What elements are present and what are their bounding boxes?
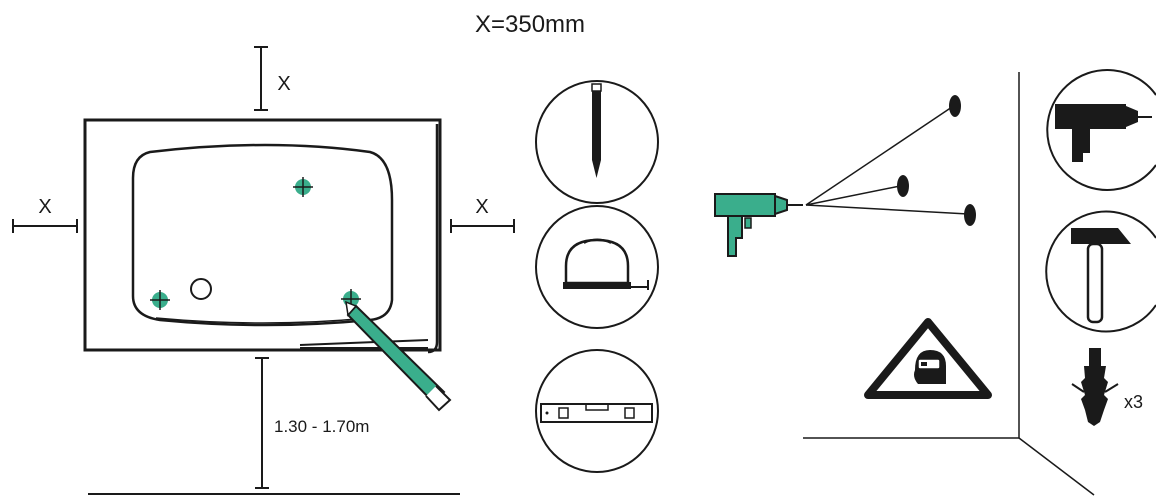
dimension-left-label: X [38,196,51,218]
dimension-top-label: X [277,73,290,95]
dimension-left [12,219,78,233]
marking-pencil-icon [345,300,452,412]
wall-plug-icon [1071,348,1119,426]
drill-hole-right [964,204,976,226]
hammer-icon [1045,210,1156,333]
wall-corner-lines [803,72,1095,496]
dimension-right-label: X [475,196,488,218]
drill-hole-top [949,95,961,117]
dimension-floor-height-label: 1.30 - 1.70m [274,417,369,436]
power-drill-icon [1046,69,1156,191]
dimension-right [450,219,515,233]
title-measurement: X=350mm [475,11,585,38]
drill-hole-middle [897,175,909,197]
wall-plug-quantity: x3 [1124,392,1143,412]
mounting-hole-marker [150,290,170,310]
pencil-icon [535,80,659,204]
dimension-floor-height [255,357,269,489]
drill-illustration-icon [714,193,803,257]
spirit-level-icon [535,349,659,473]
mounting-hole-marker [293,177,313,197]
device-illustration [83,118,442,354]
drill-direction-lines [805,106,969,215]
safety-goggles-warning-icon [864,318,992,399]
tape-measure-icon [535,205,659,329]
dimension-top [254,46,268,111]
